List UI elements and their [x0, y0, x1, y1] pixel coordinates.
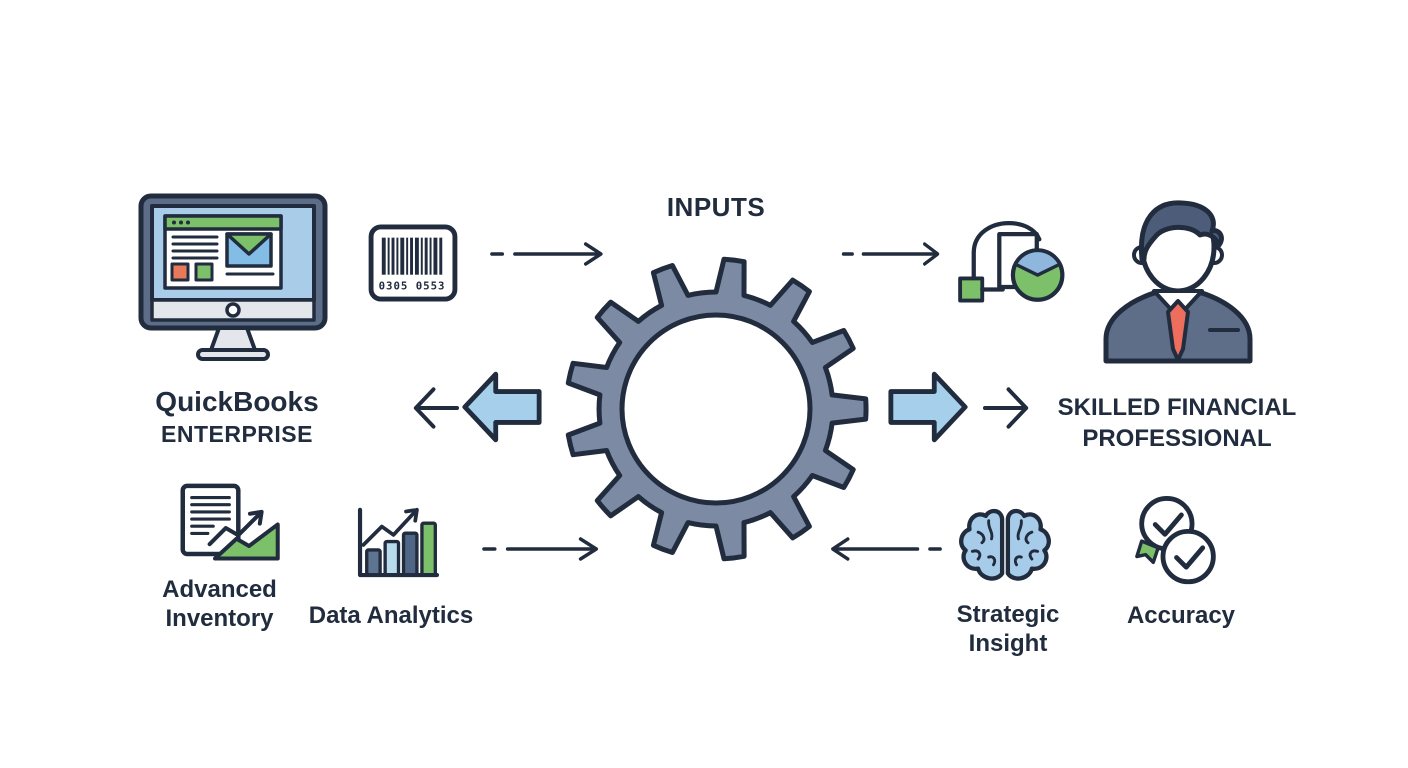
brain-icon	[959, 508, 1051, 581]
document-growth-chart-icon	[180, 483, 280, 561]
dashed-arrow-bottom-right	[831, 537, 942, 561]
advanced-inventory-line-1: Advanced	[162, 576, 277, 603]
quickbooks-line-1: QuickBooks	[155, 386, 319, 417]
businessperson-icon	[1103, 200, 1253, 364]
double-checkmark-icon	[1135, 496, 1216, 585]
barcode-icon: 0305 0553	[368, 224, 458, 302]
professional-label: SKILLED FINANCIAL PROFESSIONAL	[1032, 392, 1322, 454]
barcode-digits: 0305 0553	[379, 279, 446, 292]
gear-icon	[565, 256, 869, 562]
advanced-inventory-line-2: Inventory	[165, 605, 274, 632]
bar-chart-icon	[357, 507, 440, 578]
inputs-label: INPUTS	[666, 192, 766, 222]
dashed-arrow-bottom-left	[482, 537, 599, 561]
data-analytics-label: Data Analytics	[308, 602, 474, 629]
strategic-insight-label: Strategic Insight	[928, 600, 1088, 658]
quickbooks-label: QuickBooks ENTERPRISE	[117, 385, 357, 451]
block-arrow-left	[462, 371, 542, 443]
strategic-insight-line-2: Insight	[968, 630, 1048, 657]
thin-arrow-left	[413, 387, 460, 429]
dashed-arrow-top-left	[490, 242, 603, 266]
accuracy-label: Accuracy	[1126, 602, 1236, 629]
quickbooks-line-2: ENTERPRISE	[161, 421, 313, 447]
strategic-insight-line-1: Strategic	[956, 601, 1060, 628]
professional-line-2: PROFESSIONAL	[1082, 425, 1272, 452]
block-arrow-right	[888, 371, 968, 443]
professional-line-1: SKILLED FINANCIAL	[1057, 394, 1297, 421]
report-pie-chart-icon	[958, 220, 1065, 303]
thin-arrow-right	[982, 387, 1029, 429]
advanced-inventory-label: Advanced Inventory	[132, 575, 307, 633]
dashed-arrow-top-right	[841, 242, 940, 266]
monitor-icon	[138, 193, 328, 361]
